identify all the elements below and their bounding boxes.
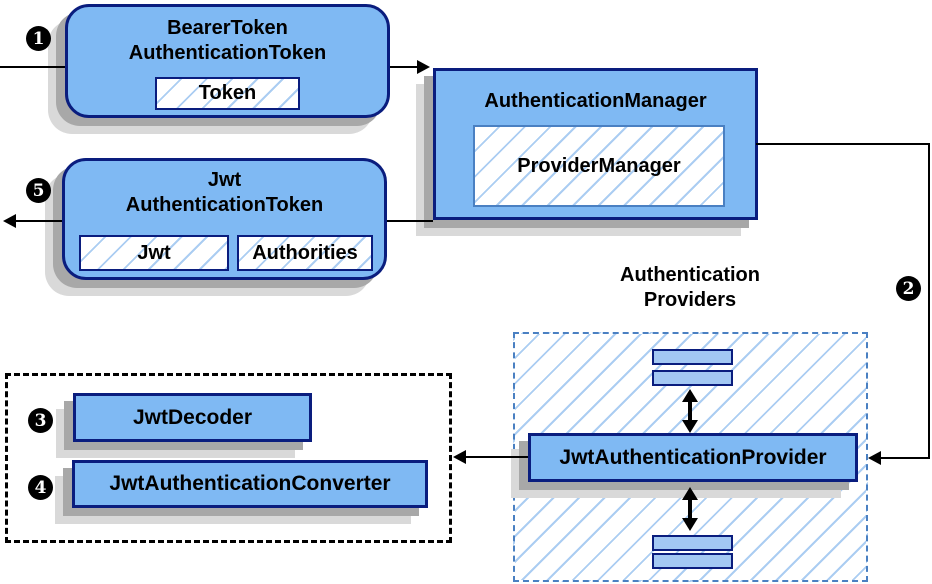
node-bearer-token-authentication-token: BearerToken AuthenticationToken Token	[65, 4, 390, 118]
arrowhead-left-icon	[868, 451, 881, 465]
step-badge-1: 1	[26, 26, 51, 51]
flow-line-request-in	[0, 66, 65, 68]
field-jwt: Jwt	[79, 235, 229, 271]
node-jwt-authentication-token: Jwt AuthenticationToken Jwt Authorities	[62, 158, 387, 280]
double-arrow-top	[688, 400, 692, 422]
arrowhead-up-icon	[682, 389, 698, 402]
field-provider-manager-label: ProviderManager	[517, 154, 681, 177]
field-jwt-label: Jwt	[137, 241, 171, 264]
provider-placeholder-bar	[652, 370, 733, 386]
flow-line-manager-right	[756, 143, 930, 145]
flow-line-provider-to-decoder	[466, 456, 528, 458]
step-badge-5: 5	[26, 178, 51, 203]
authentication-providers-title-line2: Providers	[643, 289, 737, 311]
node-jwt-authentication-converter: JwtAuthenticationConverter	[72, 460, 428, 508]
provider-placeholder-bar	[652, 349, 733, 365]
step-badge-2: 2	[896, 276, 921, 301]
node-jwt-token-title-line1: Jwt	[207, 169, 242, 191]
arrowhead-left-icon	[453, 450, 466, 464]
provider-placeholder-bar	[652, 553, 733, 569]
arrowhead-down-icon	[682, 420, 698, 433]
step-badge-3: 3	[28, 408, 53, 433]
field-token: Token	[155, 77, 300, 110]
field-token-label: Token	[198, 82, 257, 104]
flow-line-into-provider	[881, 457, 930, 459]
node-bearer-token-title: BearerToken AuthenticationToken	[68, 7, 387, 66]
field-provider-manager: ProviderManager	[473, 125, 725, 207]
node-jwt-token-title: Jwt AuthenticationToken	[65, 161, 384, 218]
node-authentication-manager: AuthenticationManager ProviderManager	[433, 68, 758, 220]
node-jwt-authentication-provider: JwtAuthenticationProvider	[528, 433, 858, 482]
node-jwt-authentication-converter-label: JwtAuthenticationConverter	[109, 472, 391, 495]
flow-line-bearer-to-manager	[390, 66, 418, 68]
node-jwt-decoder-label: JwtDecoder	[132, 405, 253, 429]
double-arrow-bottom	[688, 498, 692, 520]
arrowhead-up-icon	[682, 487, 698, 500]
flow-line-right-vertical	[928, 143, 930, 459]
node-bearer-token-title-line1: BearerToken	[167, 17, 288, 39]
flow-line-jwt-token-out	[16, 220, 62, 222]
node-authentication-manager-title: AuthenticationManager	[436, 71, 755, 114]
field-authorities-label: Authorities	[252, 241, 358, 264]
node-jwt-decoder: JwtDecoder	[73, 393, 312, 442]
arrowhead-left-icon	[3, 214, 16, 228]
provider-placeholder-bar	[652, 535, 733, 551]
arrowhead-down-icon	[682, 518, 698, 531]
step-badge-4: 4	[28, 475, 53, 500]
authentication-providers-title-line1: Authentication	[620, 264, 760, 286]
authentication-providers-title: Authentication Providers	[540, 263, 840, 313]
decoder-converter-container	[5, 373, 452, 543]
arrowhead-right-icon	[417, 60, 430, 74]
node-jwt-authentication-provider-label: JwtAuthenticationProvider	[559, 445, 827, 469]
node-jwt-token-title-line2: AuthenticationToken	[125, 194, 324, 216]
node-authentication-manager-title-text: AuthenticationManager	[484, 90, 707, 112]
field-authorities: Authorities	[237, 235, 373, 271]
flow-line-manager-to-jwt-token	[387, 220, 433, 222]
node-bearer-token-title-line2: AuthenticationToken	[128, 42, 327, 64]
